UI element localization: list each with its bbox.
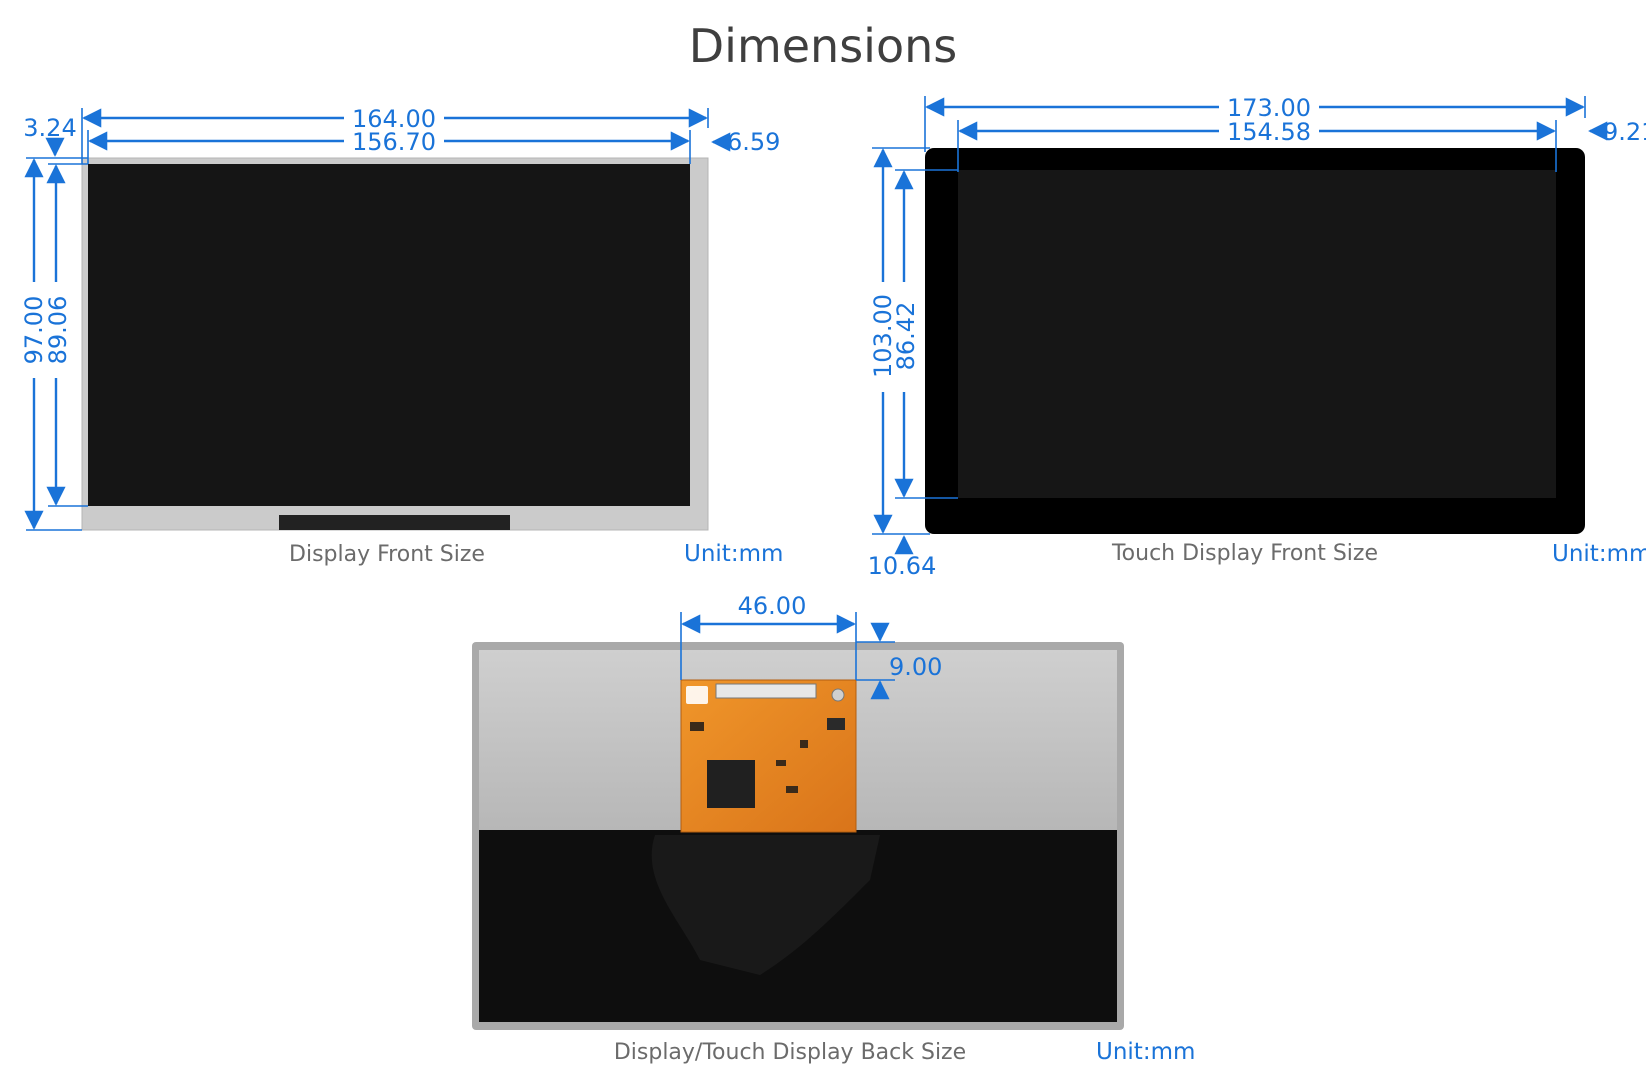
touch-caption: Touch Display Front Size [1111,541,1378,566]
touch-height-outer-label: 103.00 [869,294,897,378]
front-height-inner-label: 89.06 [44,296,72,365]
back-film-wrinkle [651,835,880,975]
pcb-logo-icon [686,686,708,704]
connector-offset-label: 9.00 [889,653,942,681]
touch-bottom-offset-label: 10.64 [868,552,937,580]
touch-width-outer-label: 173.00 [1227,94,1311,122]
front-width-inner-label: 156.70 [352,128,436,156]
front-height-outer-label: 97.00 [20,296,48,365]
display-front-view: 164.00 156.70 3.24 6.59 97.00 89.06 Disp… [20,104,783,567]
back-view: 46.00 9.00 Display/Touch Display Back Si… [472,592,1195,1065]
touch-width-inner-label: 154.58 [1227,118,1311,146]
pcb-main-chip [707,760,755,808]
touch-active-area [958,170,1556,498]
pcb-connector [715,683,817,699]
front-caption: Display Front Size [289,542,485,567]
touch-height-inner-label: 86.42 [892,302,920,371]
touch-unit: Unit:mm [1552,541,1646,567]
front-unit: Unit:mm [684,541,783,567]
front-panel [88,164,690,506]
page-title: Dimensions [689,19,957,73]
front-left-offset-label: 3.24 [23,114,76,142]
adapter-pcb [680,679,857,833]
front-fpc-strip [279,515,510,530]
front-right-offset-label: 6.59 [727,128,780,156]
touch-display-front-view: 173.00 154.58 9.21 103.00 86.42 10.64 To… [866,94,1646,580]
back-unit: Unit:mm [1096,1039,1195,1065]
connector-width-label: 46.00 [738,592,807,620]
touch-right-offset-label: 9.21 [1603,118,1646,146]
back-caption: Display/Touch Display Back Size [614,1040,966,1065]
